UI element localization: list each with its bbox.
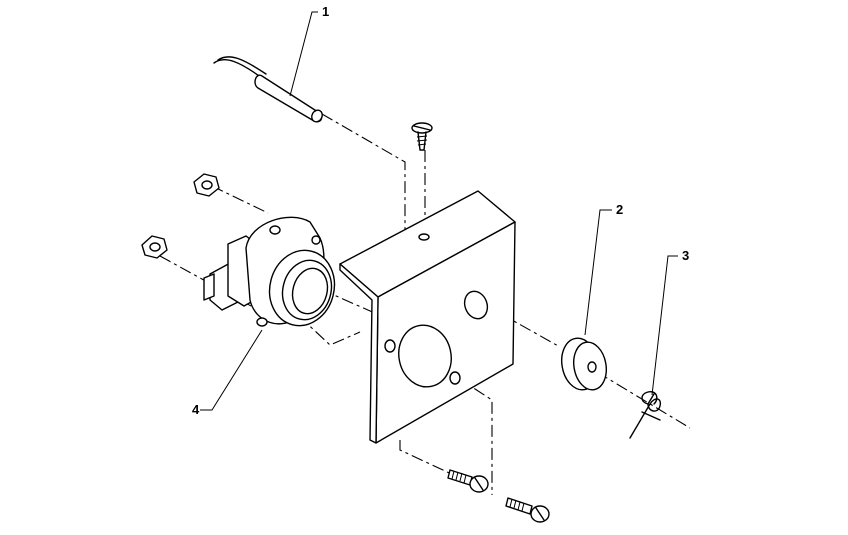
callout-labels: 1 2 3 4 xyxy=(192,4,689,417)
callout-2: 2 xyxy=(616,202,623,217)
sensor-bulb xyxy=(213,56,323,123)
nut-upper xyxy=(193,173,220,197)
nut-lower xyxy=(141,235,168,259)
screw-bottom-right xyxy=(505,497,550,523)
callout-4: 4 xyxy=(192,402,200,417)
thermostat-switch xyxy=(203,216,336,327)
disc-washer xyxy=(561,337,607,391)
spring-clip xyxy=(629,390,662,439)
top-screw xyxy=(411,122,433,151)
mounting-bracket xyxy=(339,190,516,444)
screw-bottom-left xyxy=(447,469,489,493)
callout-leaders xyxy=(200,11,678,411)
callout-3: 3 xyxy=(682,248,689,263)
callout-1: 1 xyxy=(322,4,329,19)
